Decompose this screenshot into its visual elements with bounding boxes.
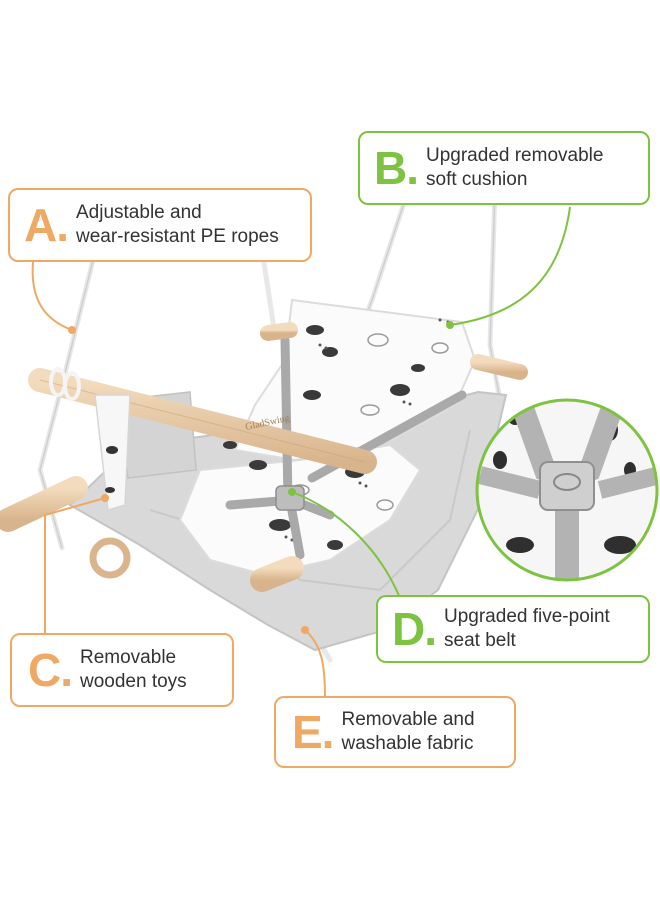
callout-letter-a: A. [24, 199, 69, 251]
callout-toys: C. Removable wooden toys [10, 633, 234, 707]
callout-seat-belt: D. Upgraded five-point seat belt [376, 595, 650, 663]
callout-e-line1: Removable and [341, 709, 475, 730]
callout-letter-b: B. [374, 142, 419, 194]
belt-zoom-detail [475, 398, 659, 582]
callout-ropes: A. Adjustable and wear-resistant PE rope… [8, 188, 312, 262]
callout-c-line1: Removable [80, 647, 177, 668]
callout-e-line2: washable fabric [341, 733, 474, 754]
callout-a-line2: wear-resistant PE ropes [76, 226, 279, 247]
leader-lines [31, 206, 571, 699]
callout-cushion: B. Upgraded removable soft cushion [358, 131, 650, 205]
callout-c-line2: wooden toys [80, 671, 187, 692]
callout-b-line2: soft cushion [426, 169, 528, 190]
callout-letter-e: E. [292, 706, 334, 758]
callout-letter-c: C. [28, 644, 73, 696]
callout-a-line1: Adjustable and [76, 202, 202, 223]
callout-b-line1: Upgraded removable [426, 145, 604, 166]
callout-letter-d: D. [392, 603, 437, 655]
callout-d-line2: seat belt [444, 630, 516, 651]
callout-fabric: E. Removable and washable fabric [274, 696, 516, 768]
callout-d-line1: Upgraded five-point [444, 606, 610, 627]
wooden-toy [89, 394, 131, 579]
wooden-dowels [0, 322, 528, 592]
